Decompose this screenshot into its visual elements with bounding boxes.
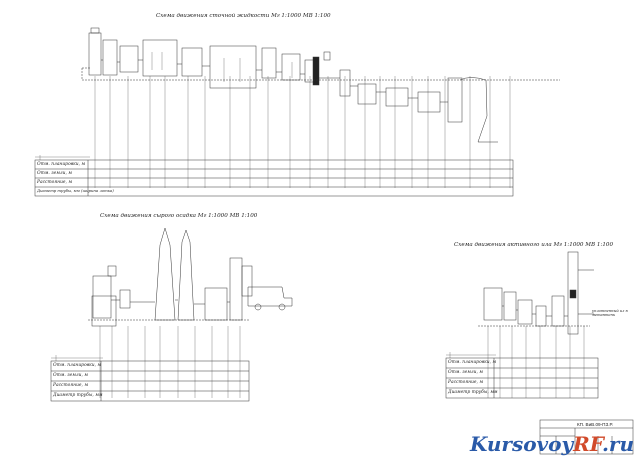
drawing-code: КП. ВиВ.09-ПЗ.Р.: [577, 422, 613, 427]
activated-sludge-table-grid: [445, 352, 599, 399]
wastewater-row-planning: Отм. планировки, м: [37, 162, 86, 167]
raw-sludge-profile: [88, 227, 293, 327]
watermark-logo: KursovoyRF.ru: [469, 432, 634, 456]
raw-sludge-row-distance: Расстояние, м: [53, 383, 88, 388]
activated-sludge-row-ground: Отм. земли, м: [448, 370, 483, 375]
raw-sludge-row-ground: Отм. земли, м: [53, 373, 88, 378]
wastewater-row-ground: Отм. земли, м: [37, 171, 72, 176]
raw-sludge-row-diameter: Диаметр трубы, мм: [53, 393, 103, 398]
activated-sludge-row-planning: Отм. планировки, м: [448, 360, 497, 365]
title-block: [539, 419, 634, 455]
activated-sludge-row-distance: Расстояние, м: [448, 380, 483, 385]
wastewater-table-grid: [34, 155, 514, 197]
wastewater-row-diameter: Диаметр трубы, мм (ширина лотка): [37, 188, 114, 193]
raw-sludge-row-planning: Отм. планировки, м: [53, 363, 102, 368]
activated-sludge-scheme-title: Схема движения активного ила Мг 1:1000 М…: [454, 242, 614, 248]
wastewater-row-distance: Расстояние, м: [37, 180, 72, 185]
wastewater-verticals: [94, 76, 511, 188]
activated-sludge-row-diameter: Диаметр трубы, мм: [448, 390, 498, 395]
thickened-sludge-callout: уплотненный ил в метантенк: [592, 309, 628, 317]
activated-sludge-verticals: [487, 326, 585, 398]
raw-sludge-table-grid: [50, 355, 250, 402]
activated-sludge-profile: [478, 251, 594, 335]
raw-sludge-verticals: [99, 326, 241, 398]
wastewater-scheme-title: Схема движения сточной жидкости Мг 1:100…: [156, 13, 331, 19]
raw-sludge-scheme-title: Схема движения сырого осадка Мг 1:1000 М…: [100, 213, 258, 219]
wastewater-profile: [81, 27, 560, 143]
